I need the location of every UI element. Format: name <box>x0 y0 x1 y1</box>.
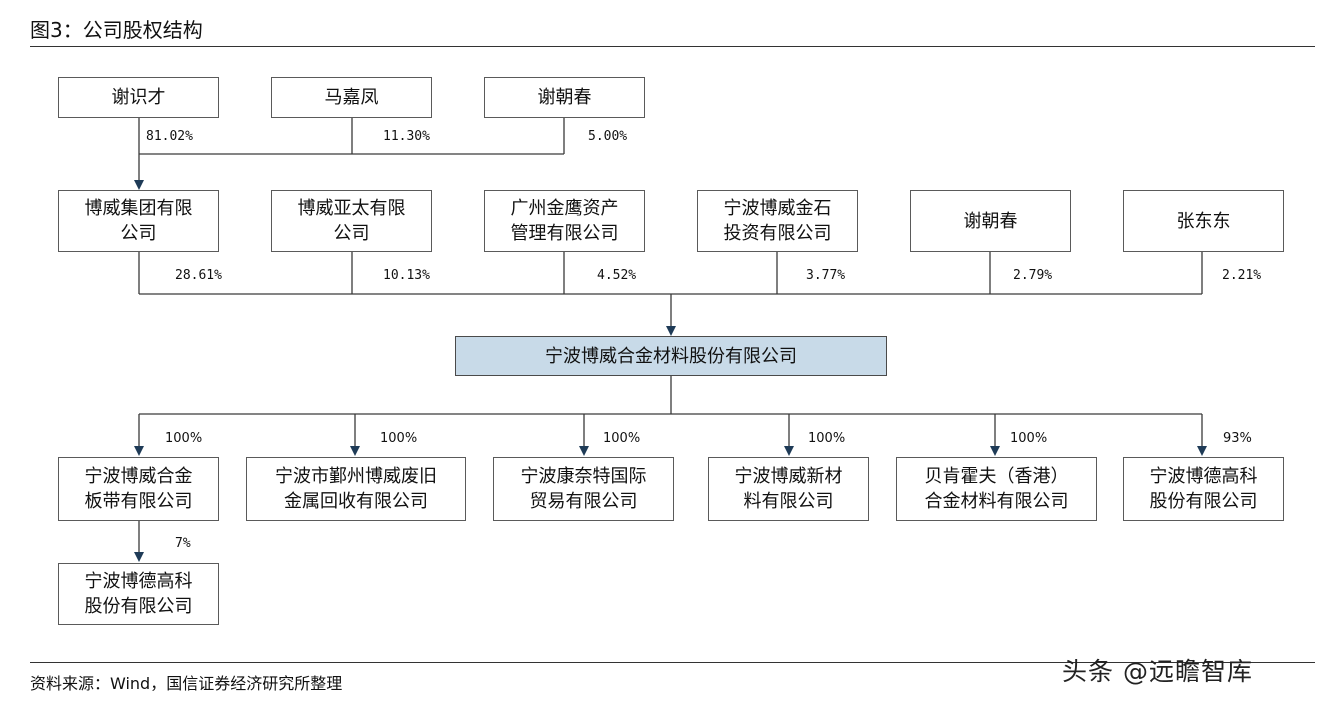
share-label: 93% <box>1223 431 1252 446</box>
shareholder-box: 广州金鹰资产 管理有限公司 <box>484 190 645 252</box>
shareholder-box: 博威集团有限 公司 <box>58 190 219 252</box>
share-label: 4.52% <box>597 268 637 283</box>
shareholder-box: 张东东 <box>1123 190 1284 252</box>
share-label: 3.77% <box>806 268 846 283</box>
watermark: 头条 @远瞻智库 <box>1062 657 1253 686</box>
title-divider <box>30 46 1315 47</box>
subsidiary-box: 贝肯霍夫（香港） 合金材料有限公司 <box>896 457 1097 521</box>
sub-subsidiary-box: 宁波博德高科 股份有限公司 <box>58 563 219 625</box>
share-label: 100% <box>808 431 846 446</box>
shareholder-box: 博威亚太有限 公司 <box>271 190 432 252</box>
subsidiary-box: 宁波博威新材 料有限公司 <box>708 457 869 521</box>
owner-box: 马嘉凤 <box>271 77 432 118</box>
bottom-divider <box>30 662 1315 663</box>
figure-title: 图3：公司股权结构 <box>30 18 203 42</box>
share-label: 100% <box>380 431 418 446</box>
share-label: 11.30% <box>383 129 430 144</box>
shareholder-box: 宁波博威金石 投资有限公司 <box>697 190 858 252</box>
share-label: 81.02% <box>146 129 193 144</box>
subsidiary-box: 宁波博威合金 板带有限公司 <box>58 457 219 521</box>
shareholder-box: 谢朝春 <box>910 190 1071 252</box>
owner-box: 谢识才 <box>58 77 219 118</box>
subsidiary-box: 宁波市鄞州博威废旧 金属回收有限公司 <box>246 457 466 521</box>
subsidiary-box: 宁波博德高科 股份有限公司 <box>1123 457 1284 521</box>
share-label: 7% <box>175 536 191 551</box>
share-label: 5.00% <box>588 129 628 144</box>
share-label: 28.61% <box>175 268 222 283</box>
owner-box: 谢朝春 <box>484 77 645 118</box>
source-note: 资料来源：Wind，国信证券经济研究所整理 <box>30 674 343 693</box>
share-label: 2.21% <box>1222 268 1262 283</box>
share-label: 2.79% <box>1013 268 1053 283</box>
share-label: 100% <box>603 431 641 446</box>
share-label: 100% <box>165 431 203 446</box>
share-label: 10.13% <box>383 268 430 283</box>
subsidiary-box: 宁波康奈特国际 贸易有限公司 <box>493 457 674 521</box>
share-label: 100% <box>1010 431 1048 446</box>
company-box: 宁波博威合金材料股份有限公司 <box>455 336 887 376</box>
